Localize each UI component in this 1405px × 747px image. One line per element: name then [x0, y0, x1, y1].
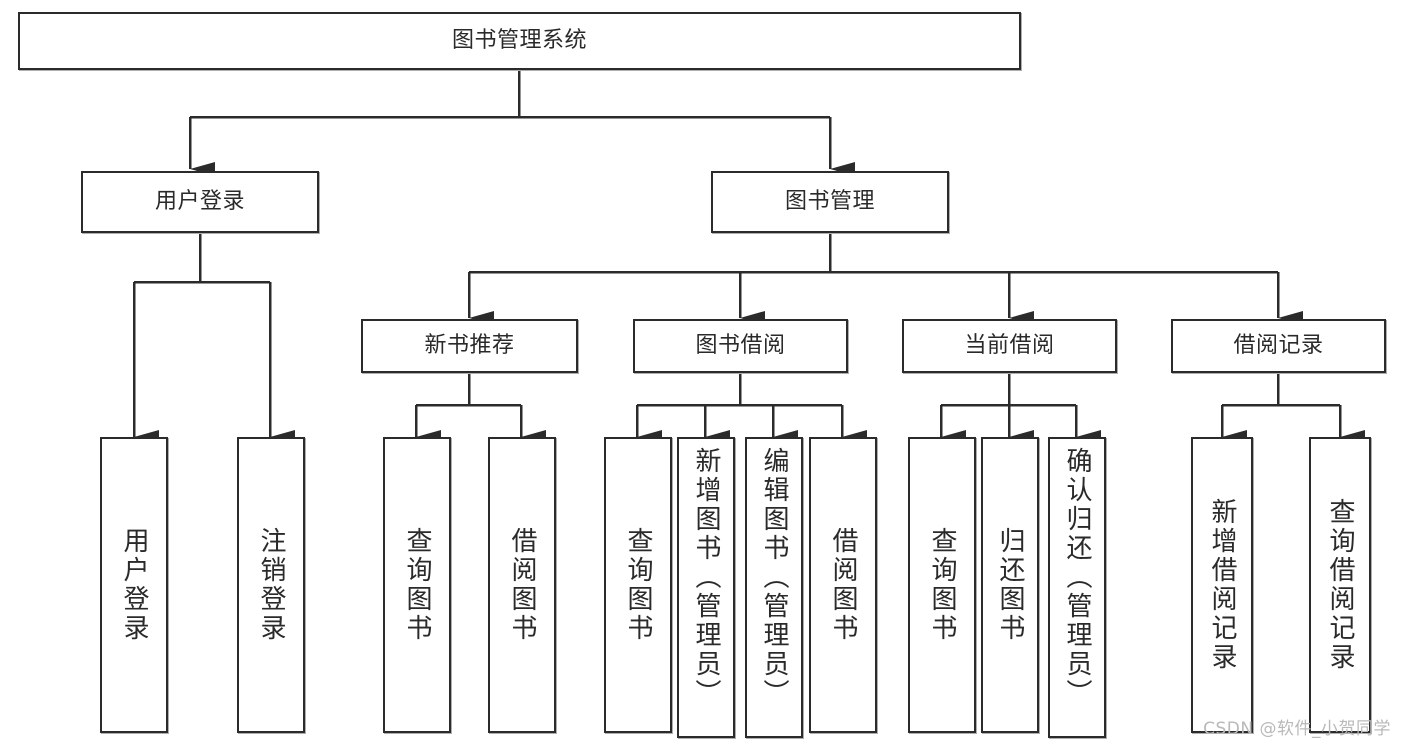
node-leaf-query-book-1-label: 查询图书: [402, 527, 432, 643]
node-leaf-edit-book-label: 编辑图书（管理员）: [759, 447, 789, 708]
node-leaf-user-login-label: 用户登录: [119, 527, 149, 643]
node-leaf-borrow-book-1[interactable]: 借阅图书: [488, 437, 556, 733]
node-leaf-logout-label: 注销登录: [256, 527, 286, 643]
node-leaf-logout[interactable]: 注销登录: [237, 437, 305, 733]
node-leaf-query-book-3-label: 查询图书: [927, 527, 957, 643]
node-leaf-query-record[interactable]: 查询借阅记录: [1309, 437, 1371, 733]
node-root[interactable]: 图书管理系统: [18, 12, 1021, 70]
node-book-manage-label: 图书管理: [784, 189, 875, 215]
node-book-borrow[interactable]: 图书借阅: [633, 319, 848, 373]
node-new-book-rec[interactable]: 新书推荐: [361, 319, 578, 373]
node-new-book-rec-label: 新书推荐: [424, 333, 515, 359]
node-leaf-return-book[interactable]: 归还图书: [981, 437, 1039, 733]
node-leaf-query-book-1[interactable]: 查询图书: [383, 437, 451, 733]
node-user-login[interactable]: 用户登录: [81, 171, 319, 233]
node-leaf-confirm-return-label: 确认归还（管理员）: [1062, 447, 1092, 708]
node-leaf-confirm-return[interactable]: 确认归还（管理员）: [1048, 437, 1106, 738]
node-current-borrow[interactable]: 当前借阅: [902, 319, 1117, 373]
node-leaf-add-record[interactable]: 新增借阅记录: [1191, 437, 1253, 733]
node-current-borrow-label: 当前借阅: [964, 333, 1055, 359]
node-leaf-add-book-label: 新增图书（管理员）: [691, 447, 721, 708]
node-leaf-query-book-2[interactable]: 查询图书: [604, 437, 672, 733]
node-leaf-add-record-label: 新增借阅记录: [1207, 498, 1237, 672]
node-leaf-borrow-book-2[interactable]: 借阅图书: [809, 437, 877, 733]
node-leaf-query-book-3[interactable]: 查询图书: [908, 437, 976, 733]
node-leaf-edit-book[interactable]: 编辑图书（管理员）: [745, 437, 803, 738]
node-leaf-query-record-label: 查询借阅记录: [1325, 498, 1355, 672]
node-leaf-borrow-book-1-label: 借阅图书: [507, 527, 537, 643]
node-leaf-query-book-2-label: 查询图书: [623, 527, 653, 643]
node-root-label: 图书管理系统: [451, 28, 587, 54]
node-book-manage[interactable]: 图书管理: [711, 171, 949, 233]
node-leaf-return-book-label: 归还图书: [995, 527, 1025, 643]
node-borrow-record-label: 借阅记录: [1233, 333, 1324, 359]
node-leaf-user-login[interactable]: 用户登录: [100, 437, 168, 733]
node-user-login-label: 用户登录: [154, 189, 245, 215]
node-leaf-borrow-book-2-label: 借阅图书: [828, 527, 858, 643]
node-borrow-record[interactable]: 借阅记录: [1171, 319, 1386, 373]
node-book-borrow-label: 图书借阅: [695, 333, 786, 359]
node-leaf-add-book[interactable]: 新增图书（管理员）: [677, 437, 735, 738]
